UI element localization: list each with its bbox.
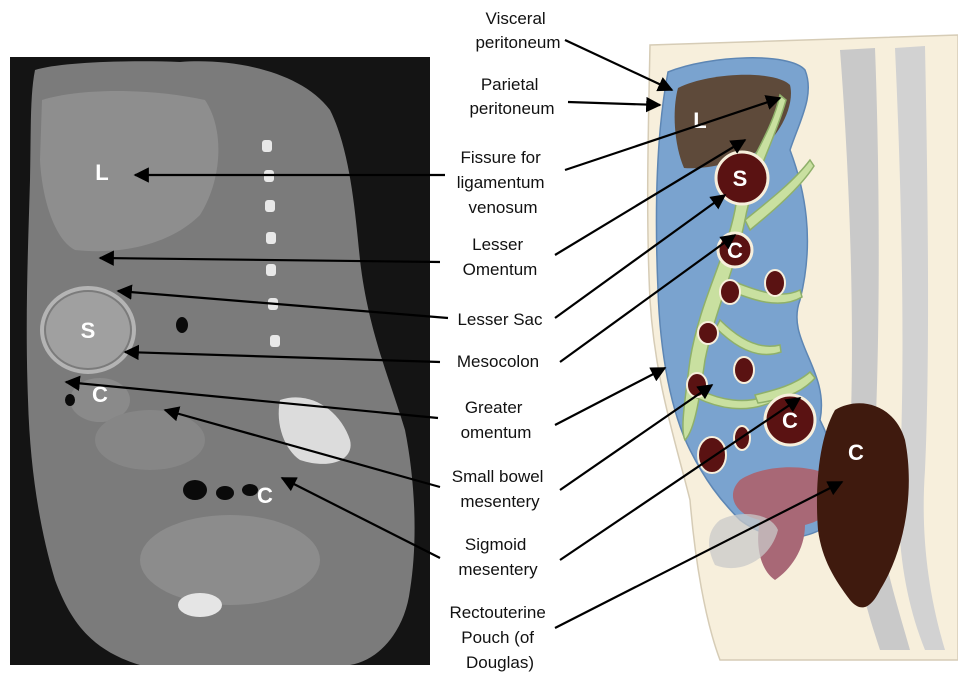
illustration-label-liver: L [693, 108, 706, 133]
illustration-label-colon: C [727, 238, 743, 263]
label-lesser-sac: Lesser Sac [457, 310, 543, 329]
leader-parietal-peritoneum [568, 102, 660, 105]
sagittal-illustration: L S C C C [648, 35, 958, 660]
ct-scan: L S C C [10, 57, 430, 665]
label-greater-omentum: Greater omentum [461, 398, 532, 442]
ct-label-liver: L [95, 160, 108, 185]
label-rectouterine-pouch: Rectouterine Pouch (of Douglas) [449, 603, 550, 672]
ct-bowel-loop [95, 410, 205, 470]
labels: Visceral peritoneum Parietal peritoneum … [449, 9, 560, 672]
illustration-label-colon-lower: C [782, 408, 798, 433]
label-mesocolon: Mesocolon [457, 352, 539, 371]
illustration-label-stomach: S [733, 166, 748, 191]
illustration-label-rectum: C [848, 440, 864, 465]
label-fissure-ligamentum-venosum: Fissure for ligamentum venosum [457, 148, 550, 217]
label-lesser-omentum: Lesser Omentum [463, 235, 538, 279]
label-visceral-peritoneum: Visceral peritoneum [475, 9, 560, 52]
ct-bowel-loop [140, 515, 320, 605]
ct-pubis [178, 593, 222, 617]
label-parietal-peritoneum: Parietal peritoneum [469, 75, 554, 118]
label-sigmoid-mesentery: Sigmoid mesentery [458, 535, 538, 579]
leader-greater-omentum-illustration [555, 368, 665, 425]
label-small-bowel-mesentery: Small bowel mesentery [452, 467, 548, 511]
ct-label-sigmoid: C [257, 483, 273, 508]
ct-label-stomach: S [81, 318, 96, 343]
